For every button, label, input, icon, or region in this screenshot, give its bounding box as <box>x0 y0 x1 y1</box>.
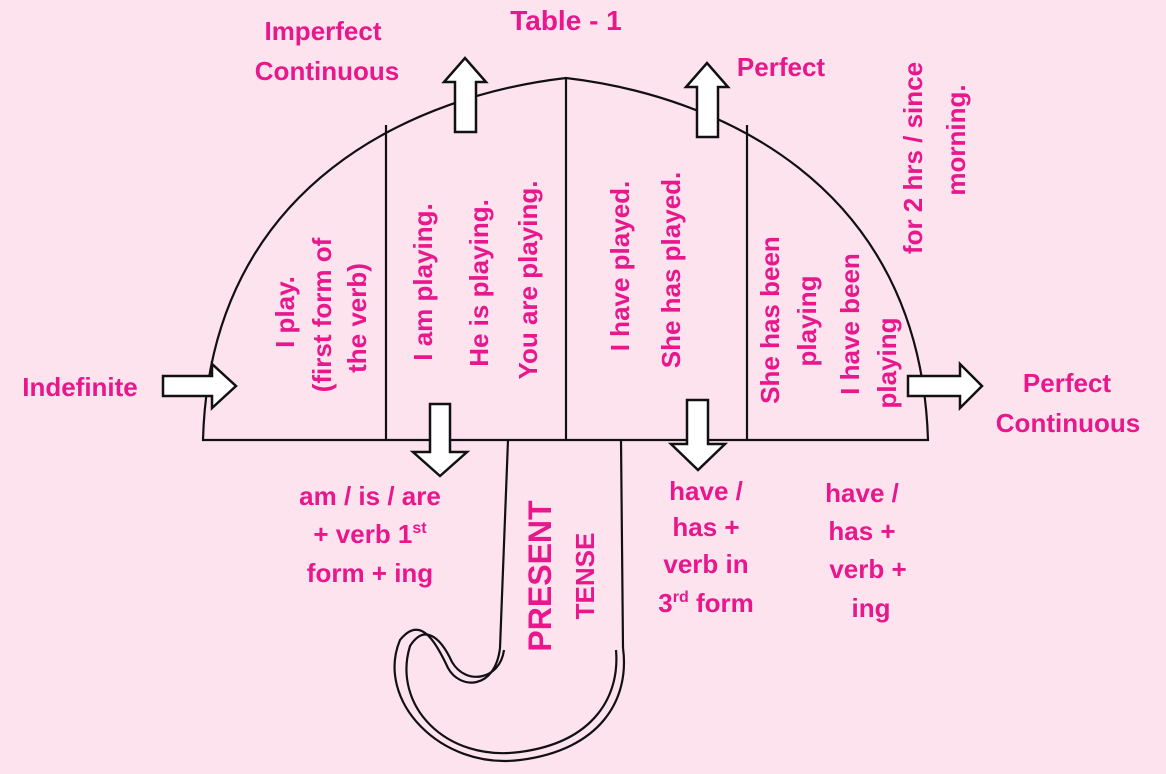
section-indefinite-line-1: I play. <box>270 276 300 348</box>
label-continuous: Continuous <box>255 56 399 86</box>
formula-perfect-continuous-line-2: has + <box>828 516 895 546</box>
section-perfect-continuous-line-1: She has been <box>755 236 785 404</box>
formula-continuous-line-3: form + ing <box>307 558 433 588</box>
section-perfect-continuous-line-2: playing <box>792 275 822 366</box>
label-imperfect: Imperfect <box>264 16 381 46</box>
handle-hook <box>395 630 624 761</box>
formula-perfect-line-2: has + <box>672 512 739 542</box>
section-indefinite-line-3: the verb) <box>342 263 372 373</box>
section-continuous-line-1: I am playing. <box>408 203 438 361</box>
formula-perfect-line-3: verb in <box>663 549 748 579</box>
label-perfect-continuous-1: Perfect <box>1023 368 1111 398</box>
section-continuous-line-3: You are playing. <box>513 181 543 380</box>
section-indefinite-line-2: (first form of <box>307 237 337 392</box>
label-perfect-continuous-2: Continuous <box>996 408 1140 438</box>
diagram-title: Table - 1 <box>510 5 622 36</box>
arrow-up-perfect <box>686 63 728 137</box>
formula-perfect-line-1: have / <box>669 476 743 506</box>
section-perfect-line-1: I have played. <box>605 181 635 352</box>
label-perfect: Perfect <box>737 52 825 82</box>
handle-shaft-left <box>500 440 508 648</box>
formula-perfect-line-4-post: form <box>689 588 754 618</box>
arrow-down-perfect-formula <box>671 400 725 470</box>
handle-word-present: PRESENT <box>522 500 558 652</box>
section-perfect-continuous-line-3: I have been <box>835 253 865 395</box>
label-duration-2: morning. <box>941 84 971 195</box>
arrow-right-perfect-continuous <box>908 364 982 408</box>
formula-perfect-superscript: rd <box>673 589 689 606</box>
section-continuous-line-2: He is playing. <box>464 199 494 367</box>
formula-perfect-line-4-pre: 3 <box>658 588 672 618</box>
formula-continuous-line-1: am / is / are <box>299 481 441 511</box>
formula-perfect-line-4: 3rd form <box>658 588 753 618</box>
formula-perfect-continuous-line-1: have / <box>825 478 899 508</box>
formula-perfect-continuous-line-3: verb + <box>829 554 906 584</box>
formula-continuous-line-2: + verb 1st <box>313 519 427 549</box>
section-perfect-continuous-line-4: playing <box>872 317 902 408</box>
handle-word-tense: TENSE <box>570 533 600 620</box>
formula-perfect-continuous-line-4: ing <box>852 593 891 623</box>
formula-continuous-line-2-text: + verb 1 <box>313 519 412 549</box>
label-indefinite: Indefinite <box>22 372 138 402</box>
formula-continuous-superscript: st <box>412 520 427 537</box>
handle-shaft-right <box>621 440 623 648</box>
arrow-right-indefinite <box>163 364 236 408</box>
label-duration-1: for 2 hrs / since <box>898 62 928 254</box>
section-perfect-line-2: She has played. <box>656 172 686 369</box>
